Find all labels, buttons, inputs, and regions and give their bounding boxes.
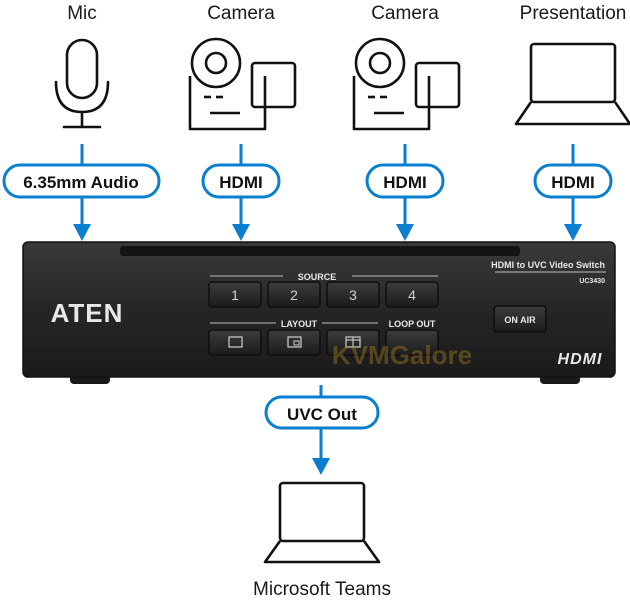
- on-air-label: ON AIR: [504, 315, 536, 325]
- connector-pill-uvc-out: UVC Out: [264, 395, 380, 430]
- picture-in-picture-icon: [287, 336, 302, 348]
- video-camera-icon: [188, 37, 297, 131]
- laptop-icon: [263, 481, 381, 564]
- connector-pill-hdmi-1: HDMI: [201, 163, 281, 199]
- connector-label: HDMI: [551, 173, 594, 192]
- source-button-2[interactable]: 2: [267, 281, 321, 308]
- connector-pill-hdmi-3: HDMI: [533, 163, 613, 199]
- down-arrow-icon: [73, 224, 91, 241]
- output-label: Microsoft Teams: [253, 579, 391, 600]
- source-button-label: 1: [231, 287, 239, 303]
- video-camera-icon: [352, 37, 461, 131]
- model-number: UC3430: [579, 278, 605, 285]
- down-arrow-icon: [396, 224, 414, 241]
- laptop-icon: [514, 42, 630, 126]
- source-button-3[interactable]: 3: [326, 281, 380, 308]
- source-button-4[interactable]: 4: [385, 281, 439, 308]
- product-name: HDMI to UVC Video Switch: [491, 260, 605, 270]
- side-by-side-icon: [345, 336, 361, 348]
- device-top-recess: [120, 246, 520, 256]
- loop-out-button[interactable]: [385, 329, 439, 356]
- layout-button-pip[interactable]: [267, 329, 321, 356]
- source-button-label: 4: [408, 287, 416, 303]
- video-switch-device: ATEN HDMI to UVC Video Switch UC3430 SOU…: [22, 241, 616, 384]
- source-label-presentation: Presentation: [520, 3, 627, 24]
- connector-label: 6.35mm Audio: [23, 173, 139, 192]
- loop-out-label: LOOP OUT: [389, 319, 436, 329]
- on-air-button[interactable]: ON AIR: [493, 305, 547, 333]
- down-arrow-icon: [232, 224, 250, 241]
- source-label-camera-2: Camera: [371, 3, 439, 24]
- down-arrow-icon: [564, 224, 582, 241]
- single-view-icon: [228, 336, 243, 348]
- source-button-1[interactable]: 1: [208, 281, 262, 308]
- microphone-icon: [54, 38, 110, 129]
- hdmi-logo: HDMI: [558, 351, 603, 368]
- source-button-label: 2: [290, 287, 298, 303]
- device-body: [22, 241, 616, 378]
- layout-button-side-by-side[interactable]: [326, 329, 380, 356]
- layout-label: LAYOUT: [281, 319, 318, 329]
- brand-logo: ATEN: [51, 298, 124, 328]
- down-arrow-icon: [312, 458, 330, 475]
- connector-label: HDMI: [219, 173, 262, 192]
- source-label: SOURCE: [298, 272, 337, 282]
- source-label-mic: Mic: [67, 3, 97, 24]
- connector-pill-hdmi-2: HDMI: [365, 163, 445, 199]
- connector-label: UVC Out: [287, 405, 357, 424]
- watermark: KVMGalore: [332, 340, 472, 370]
- arrow-heads-top: [73, 224, 582, 241]
- connector-pill-audio: 6.35mm Audio: [2, 163, 161, 199]
- source-label-camera-1: Camera: [207, 3, 275, 24]
- connector-label: HDMI: [383, 173, 426, 192]
- connector-lines-top: [80, 144, 575, 228]
- source-button-label: 3: [349, 287, 357, 303]
- layout-button-single[interactable]: [208, 329, 262, 356]
